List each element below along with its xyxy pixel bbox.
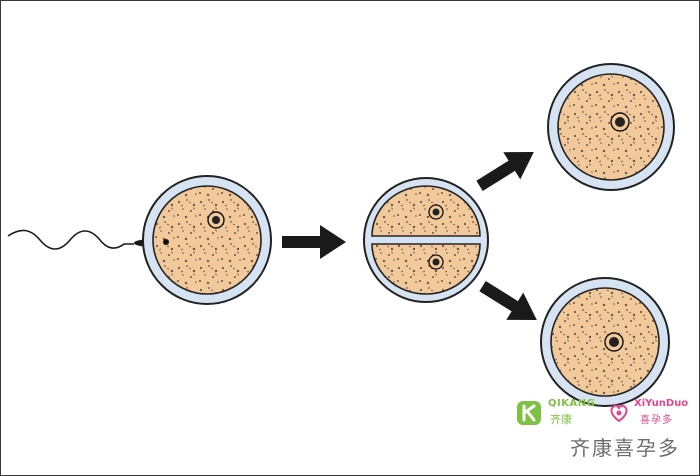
- sperm-tail: [8, 230, 134, 249]
- watermark-text: 齐康喜孕多: [570, 432, 680, 461]
- daughter-cell-lower: [541, 278, 669, 406]
- arrow-zygote-to-twocell: [282, 225, 346, 259]
- xiyunduo-logo-en: XiYunDuo: [634, 398, 688, 409]
- xiyunduo-logo-cn: 喜孕多: [640, 411, 673, 426]
- qikang-logo-cn: 齐康: [550, 411, 572, 427]
- qikang-logo-en: QIKANG: [548, 398, 595, 409]
- sperm: [8, 230, 162, 249]
- two-cell-embryo: [364, 178, 488, 302]
- xiyunduo-logo-icon: [608, 402, 630, 424]
- arrow-to-lower-cell: [474, 273, 545, 334]
- zygote: [143, 176, 271, 304]
- qikang-logo-icon: [516, 400, 542, 426]
- brand-logos: QIKANG 齐康 XiYunDuo 喜孕多: [516, 398, 700, 428]
- daughter-cell-upper: [548, 64, 674, 190]
- arrow-to-upper-cell: [471, 138, 542, 199]
